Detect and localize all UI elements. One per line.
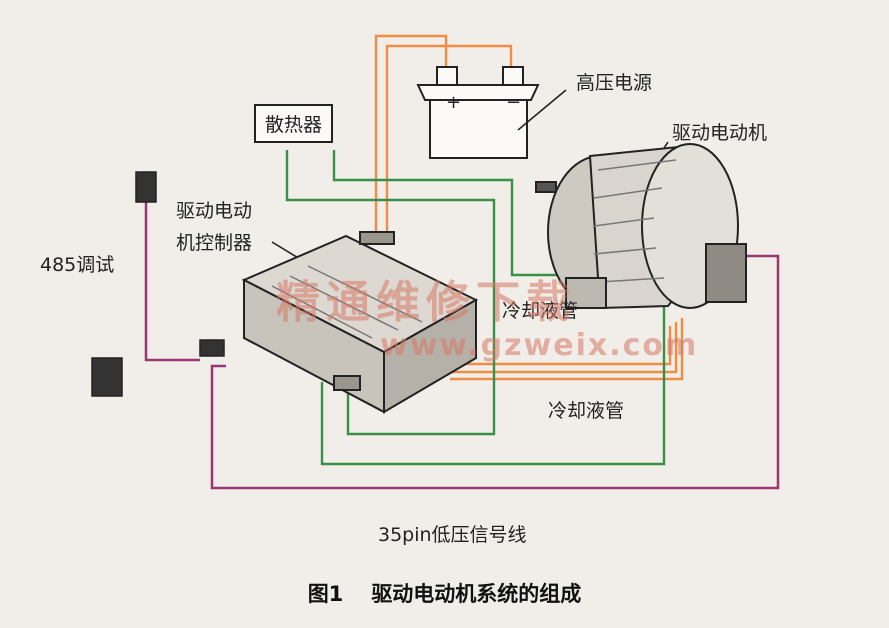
signal-line (144, 202, 780, 490)
figure-title: 驱动电动机系统的组成 (371, 582, 582, 606)
controller-label-line1: 驱动电动 (176, 200, 253, 222)
hv-power-label: 高压电源 (576, 72, 653, 94)
battery-plus-label: + (446, 92, 462, 113)
coolant-pipe (285, 150, 666, 466)
watermark-url: www.gzweix.com (380, 328, 699, 363)
figure-number: 图1 (307, 582, 344, 606)
radiator-label: 散热器 (254, 104, 334, 143)
drive-motor (535, 143, 747, 310)
debug-485-label: 485调试 (40, 254, 115, 276)
battery (416, 66, 540, 159)
watermark-text: 精通维修下载 (276, 277, 576, 328)
hv-cable (374, 34, 684, 381)
figure-caption: 图1 驱动电动机系统的组成 (0, 578, 889, 608)
coolant-pipe-label-lower: 冷却液管 (548, 400, 625, 422)
motor-controller (241, 231, 479, 414)
connectors (91, 171, 225, 397)
motor-label: 驱动电动机 (672, 122, 768, 144)
controller-label-line2: 机控制器 (176, 232, 253, 254)
coolant-pipe-label-upper: 冷却液管 (502, 300, 579, 322)
battery-minus-label: − (506, 92, 522, 113)
signal-line-label: 35pin低压信号线 (378, 524, 527, 546)
